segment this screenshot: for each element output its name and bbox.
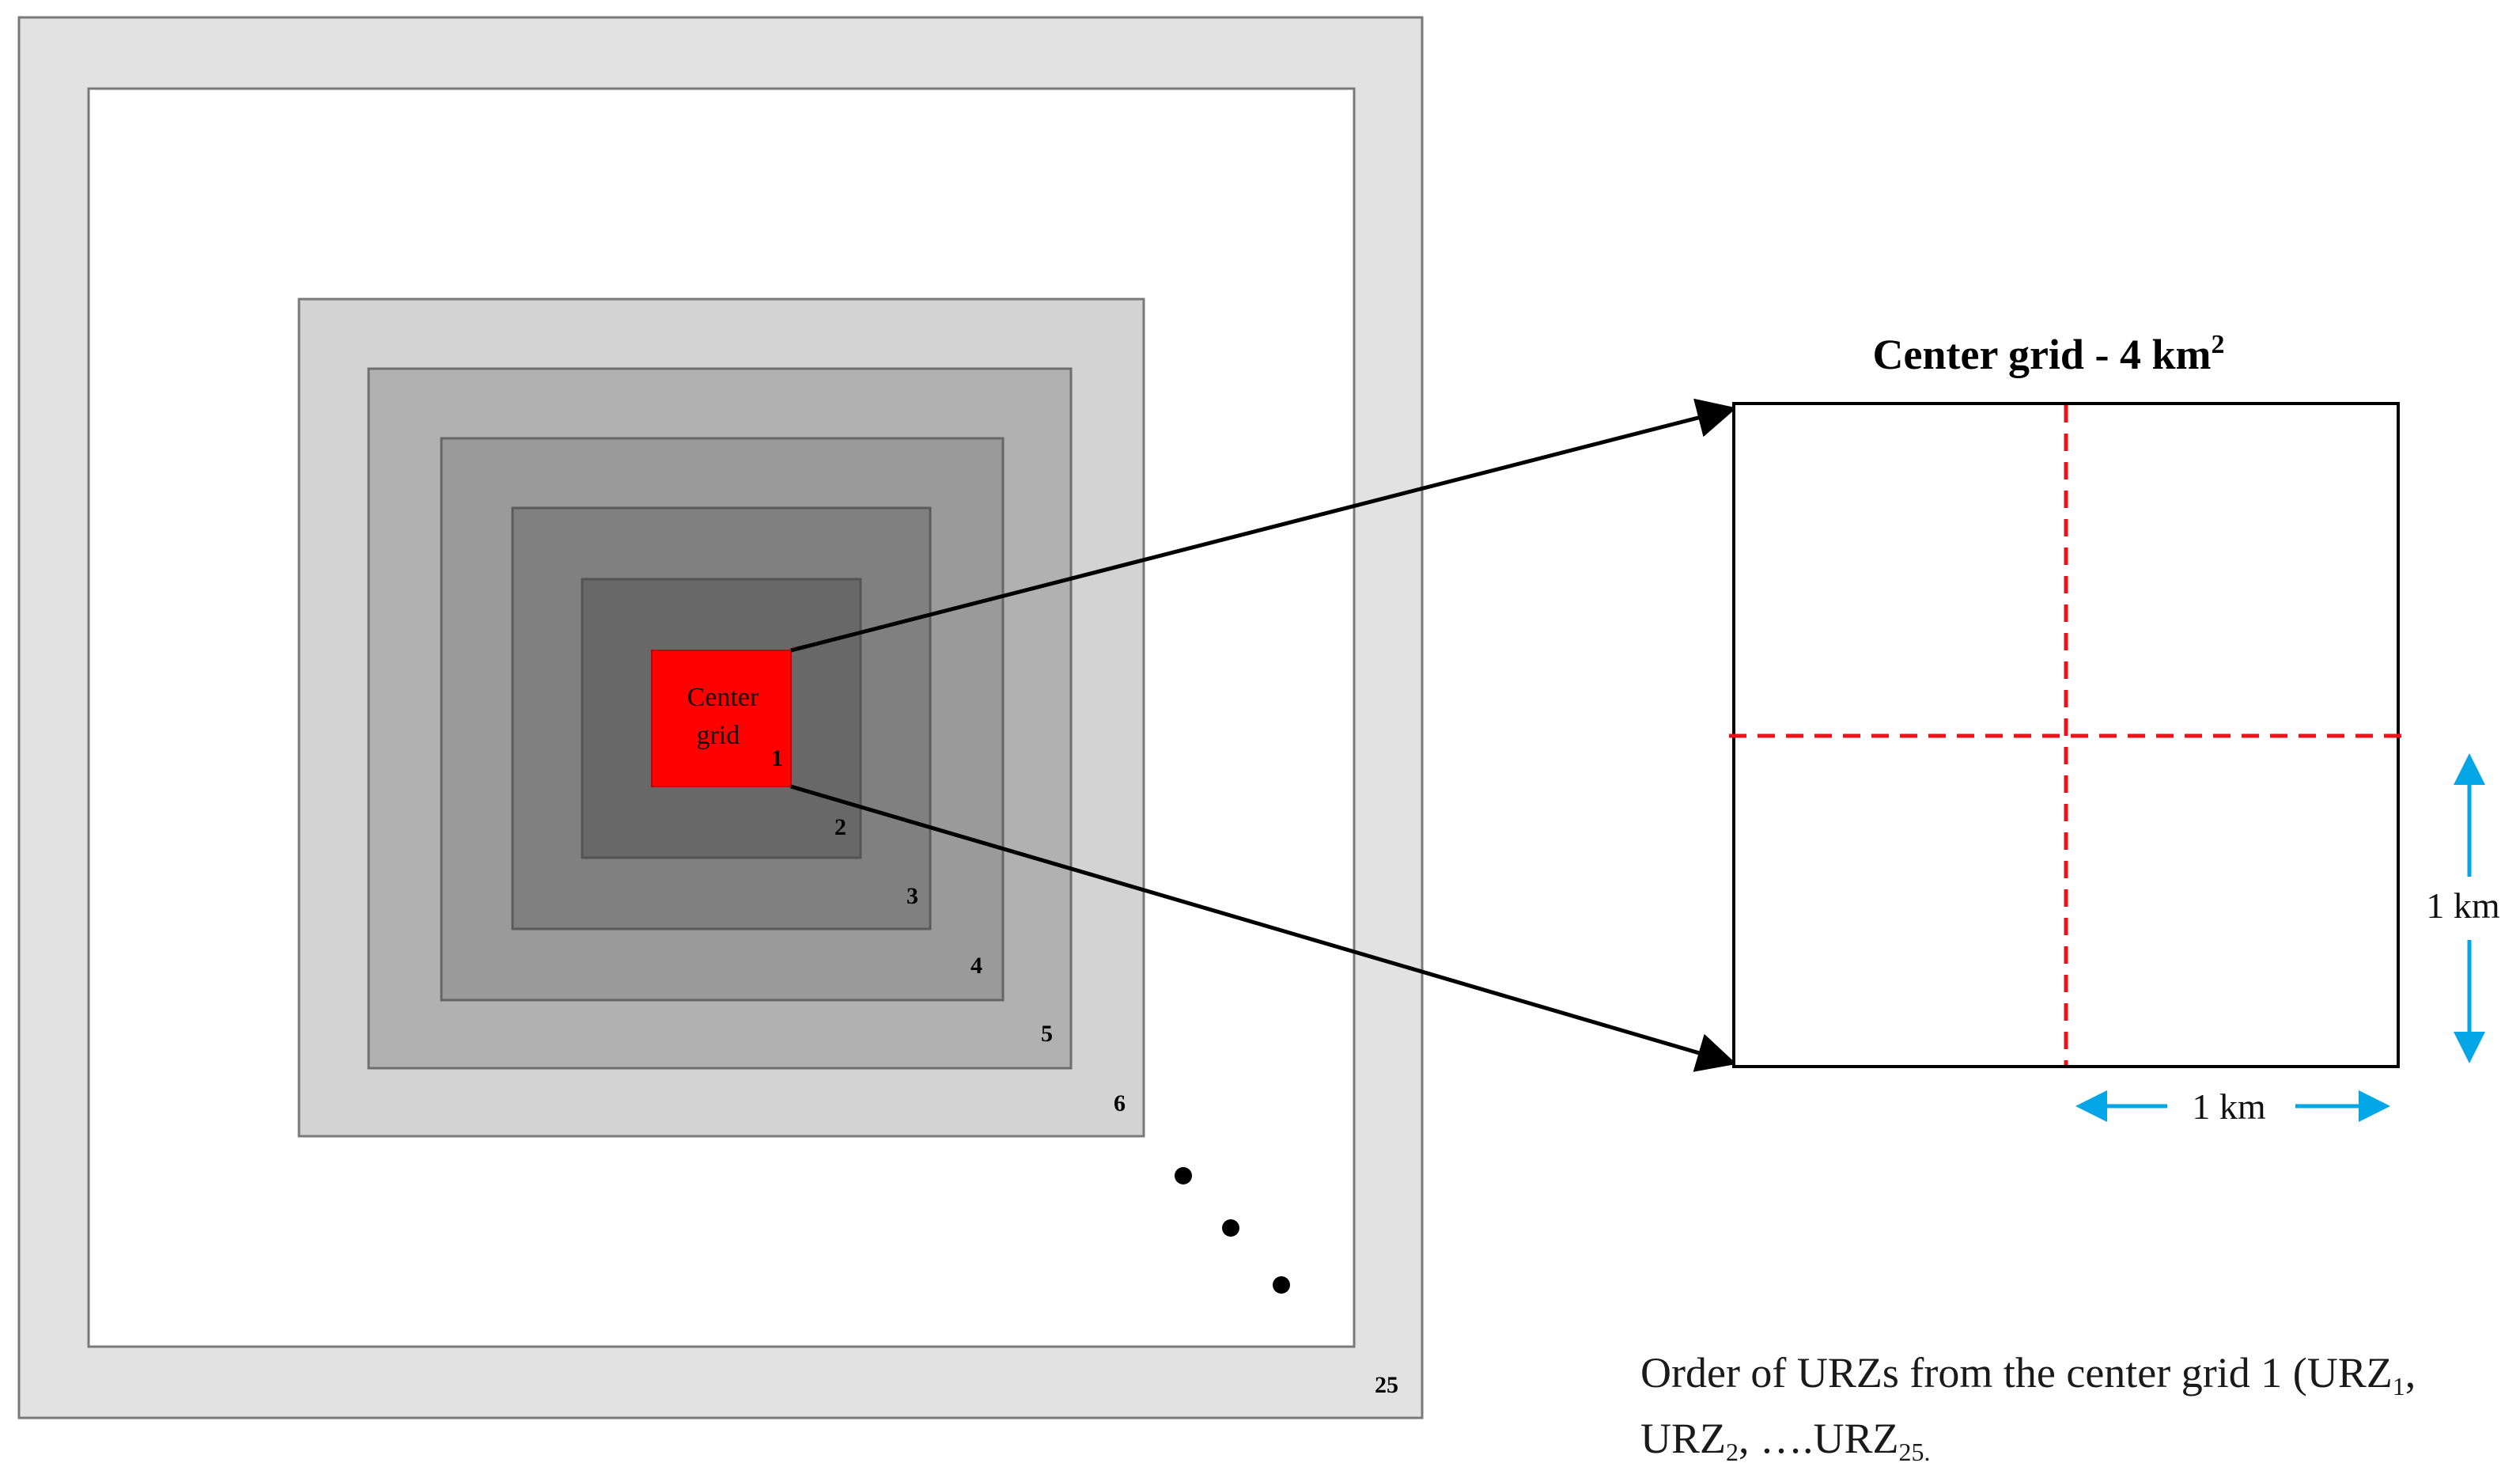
center-grid-label-line2: grid [697,721,740,750]
center-grid-label-line1: Center [687,683,759,712]
caption-part2: , [2405,1349,2416,1397]
vertical-scale-label: 1 km [2426,885,2500,926]
caption-part3: URZ [1640,1415,1726,1462]
detail-title: Center grid - 4 km2 [1873,330,2225,378]
zone-label-4: 4 [971,953,982,979]
caption-sub3: 25. [1898,1438,1931,1466]
zone-label-5: 5 [1041,1021,1053,1047]
continuation-dot-2 [1222,1219,1239,1237]
continuation-dot-1 [1175,1167,1192,1184]
caption-sub2: 2 [1726,1438,1739,1466]
zone-label-25: 25 [1375,1372,1398,1398]
zone-label-1: 1 [771,745,783,771]
caption-sub1: 1 [2392,1372,2405,1400]
connector-arrow-top [790,398,1737,653]
urz-order-caption: Order of URZs from the center grid 1 (UR… [1640,1347,2511,1478]
connector-arrow-bottom [790,784,1737,1072]
zone-label-2: 2 [834,814,846,840]
caption-part1: Order of URZs from the center grid 1 (UR… [1640,1349,2393,1397]
center-grid [651,650,792,787]
continuation-dot-3 [1273,1276,1290,1294]
zone-label-3: 3 [906,883,918,909]
zone-label-6: 6 [1114,1090,1126,1116]
detail-title-superscript: 2 [2211,330,2224,359]
horizontal-scale-label: 1 km [2192,1086,2266,1127]
caption-part4: , ….URZ [1739,1415,1899,1462]
